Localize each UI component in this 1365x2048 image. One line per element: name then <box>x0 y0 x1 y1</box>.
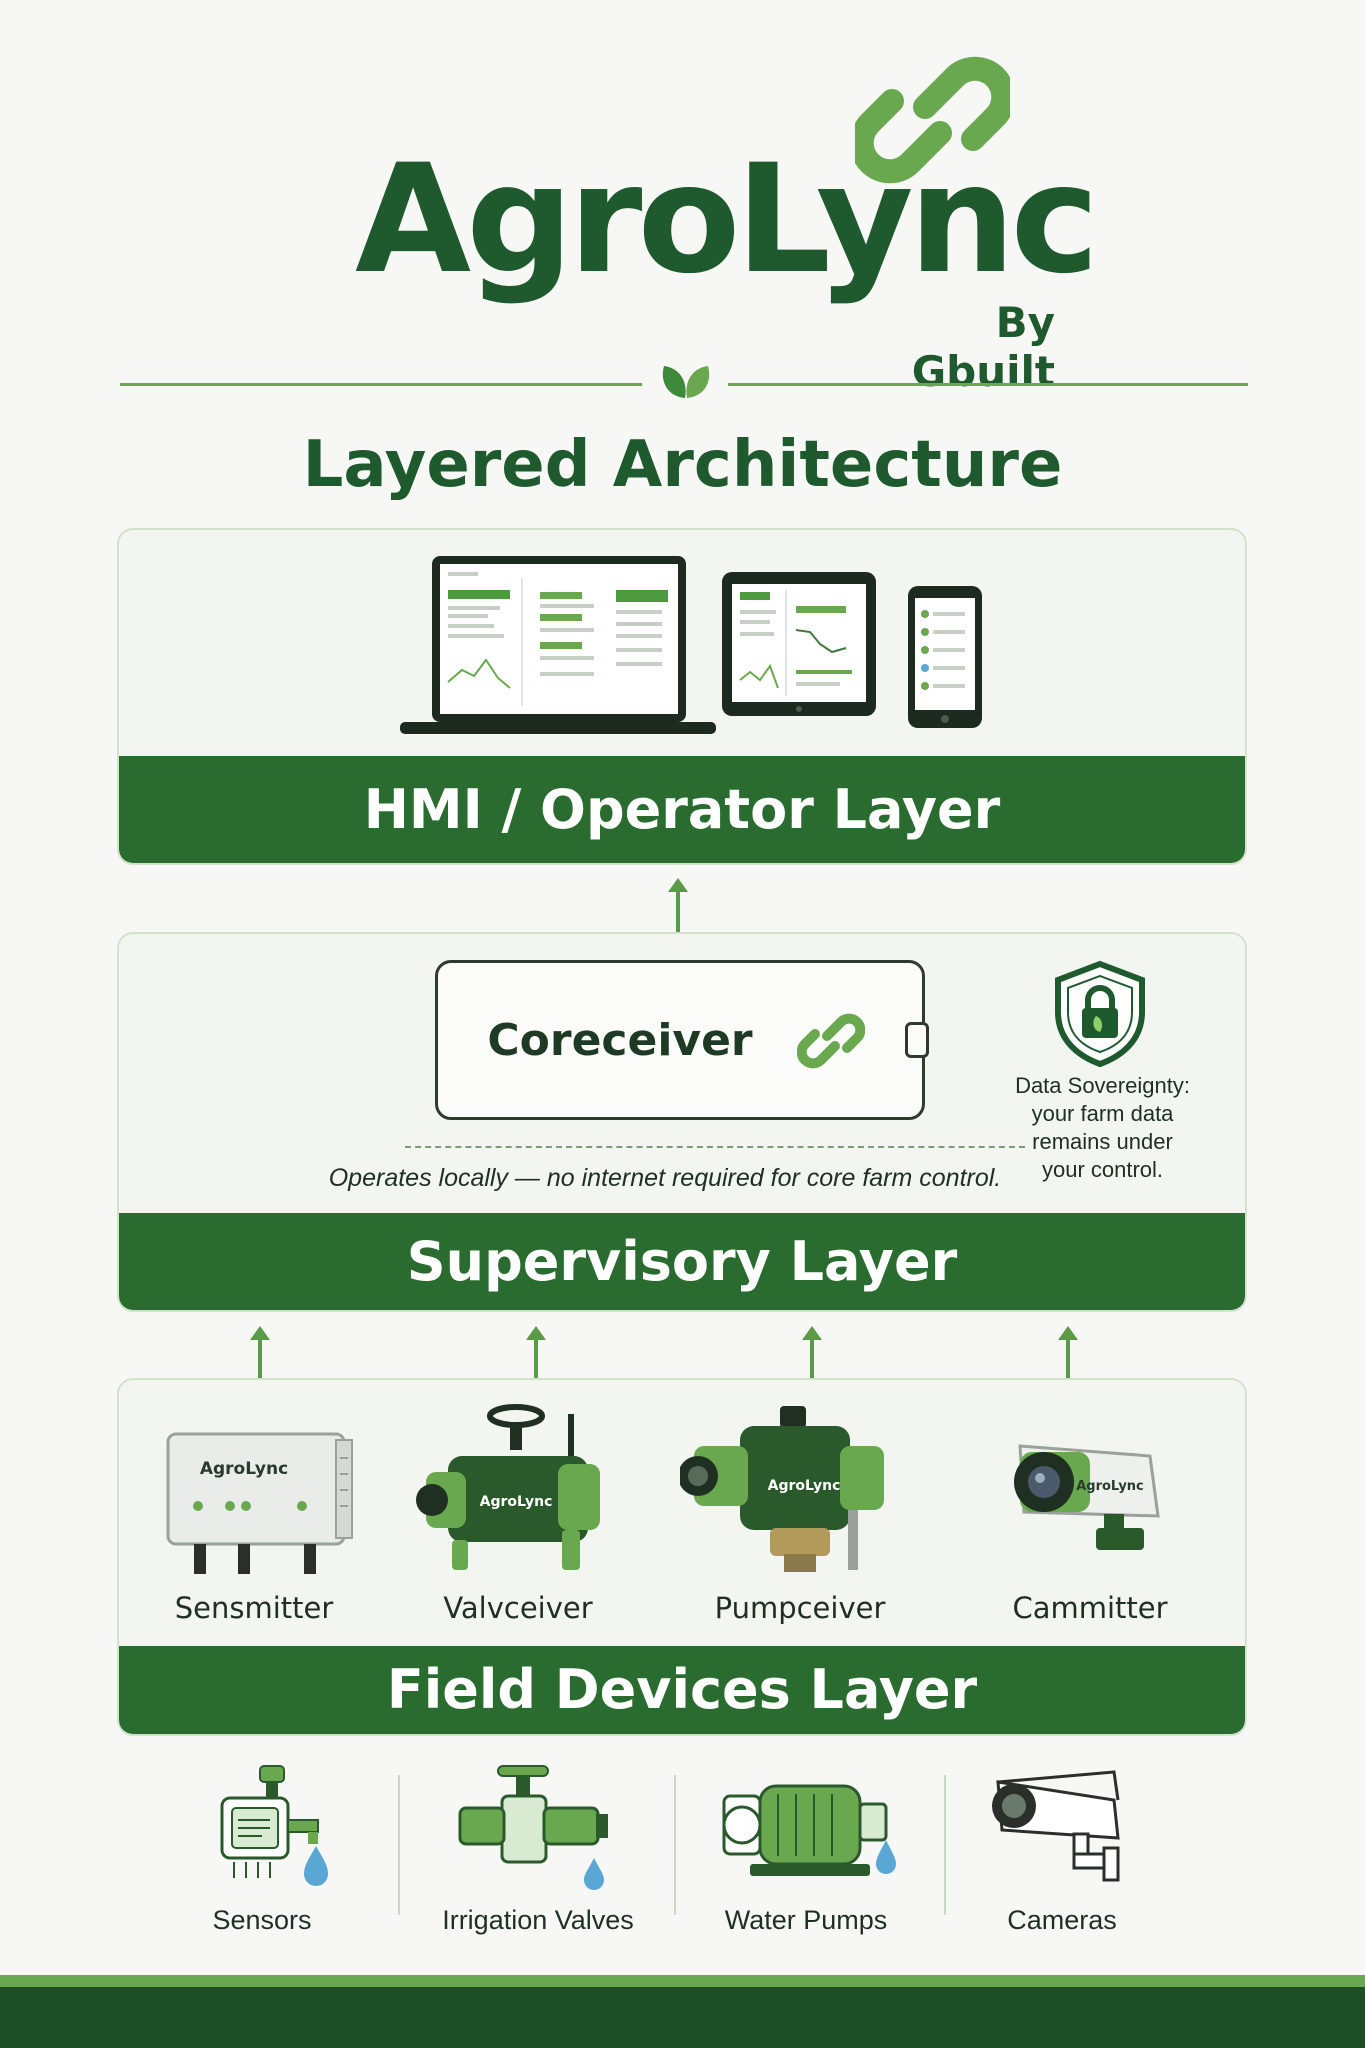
separator <box>674 1775 676 1915</box>
local-operation-note: Operates locally — no internet required … <box>328 1164 1002 1192</box>
arrow-up-icon <box>1058 1326 1078 1380</box>
arrow-up-icon <box>668 878 688 932</box>
svg-text:AgroLync: AgroLync <box>200 1459 288 1479</box>
valvceiver-icon: AgroLync <box>416 1404 600 1570</box>
hmi-layer-label: HMI / Operator Layer <box>119 756 1245 863</box>
pumpceiver-icon: AgroLync <box>680 1406 884 1572</box>
supervisory-layer-label: Supervisory Layer <box>119 1213 1245 1310</box>
data-sovereignty-text: Data Sovereignty: your farm data remains… <box>1015 1073 1190 1182</box>
cammitter-label: Cammitter <box>1012 1591 1168 1625</box>
sensmitter-label: Sensmitter <box>174 1591 334 1625</box>
valvceiver-label: Valvceiver <box>443 1591 593 1625</box>
divider-right <box>728 383 1248 386</box>
coreceiver-device <box>435 960 925 1120</box>
cameras-label: Cameras <box>1007 1905 1117 1935</box>
field-devices-layer-label: Field Devices Layer <box>119 1646 1245 1734</box>
divider-left <box>120 383 642 386</box>
separator <box>398 1775 400 1915</box>
dashed-divider <box>405 1146 1025 1148</box>
pumpceiver-label: Pumpceiver <box>714 1591 886 1625</box>
tablet-icon <box>722 572 876 716</box>
brand-byline: By Gbuilt <box>911 298 1055 396</box>
shield-lock-icon <box>1055 960 1145 1068</box>
coreceiver-port <box>905 1022 929 1058</box>
water-pump-icon <box>722 1784 896 1876</box>
brand-name: AgroLync <box>355 133 1099 307</box>
chain-link-icon <box>797 1013 865 1069</box>
coreceiver-label: Coreceiver <box>487 1015 753 1066</box>
cammitter-icon: AgroLync <box>1014 1444 1160 1550</box>
water-pumps-label: Water Pumps <box>724 1905 888 1935</box>
smartphone-icon <box>908 586 982 728</box>
arrow-up-icon <box>526 1326 546 1380</box>
leaf-icon <box>662 366 710 398</box>
sensors-label: Sensors <box>212 1905 312 1935</box>
separator <box>944 1775 946 1915</box>
arrow-up-icon <box>802 1326 822 1380</box>
irrigation-valve-icon <box>458 1765 608 1890</box>
brand-header: AgroLync By Gbuilt <box>0 56 1365 396</box>
svg-text:AgroLync: AgroLync <box>1076 1479 1144 1494</box>
svg-text:AgroLync: AgroLync <box>768 1478 841 1494</box>
laptop-icon <box>400 556 716 734</box>
sensor-icon <box>220 1765 328 1886</box>
camera-icon <box>992 1770 1120 1882</box>
arrow-up-icon <box>250 1326 270 1380</box>
footer-bar <box>0 1987 1365 2048</box>
chain-link-logo-icon <box>855 56 1010 184</box>
irrigation-valves-label: Irrigation Valves <box>442 1905 634 1935</box>
sensmitter-icon: AgroLync <box>166 1432 353 1574</box>
footer-stripe <box>0 1975 1365 1987</box>
svg-text:AgroLync: AgroLync <box>480 1494 553 1510</box>
page-title: Layered Architecture <box>302 428 1063 502</box>
